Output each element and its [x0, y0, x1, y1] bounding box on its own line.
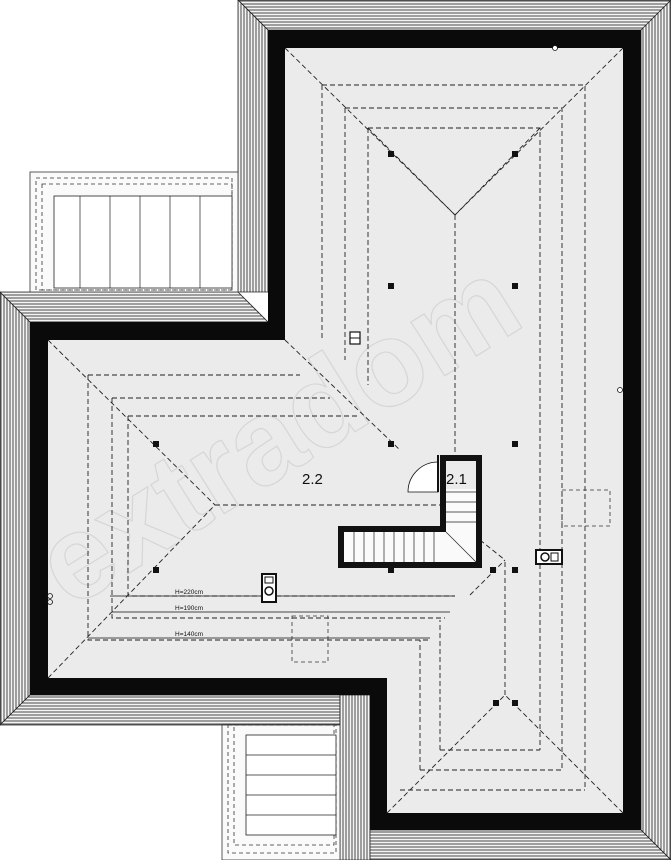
room-label-2-2: 2.2: [302, 471, 323, 488]
floor-area: [48, 48, 623, 813]
post-markers: [153, 151, 518, 706]
door-swing[interactable]: [407, 455, 439, 493]
height-label-220: H=220cm: [175, 589, 203, 596]
terrace-upper: [29, 171, 239, 293]
height-label-190: H=190cm: [175, 605, 203, 612]
room-label-2-1: 2.1: [446, 471, 467, 488]
skylights: [291, 489, 611, 663]
chimney-vents: [47, 45, 623, 605]
staircase[interactable]: [338, 455, 482, 568]
height-lines: [88, 595, 455, 639]
height-label-140: H=140cm: [175, 631, 203, 638]
terrace-lower: [221, 724, 341, 860]
